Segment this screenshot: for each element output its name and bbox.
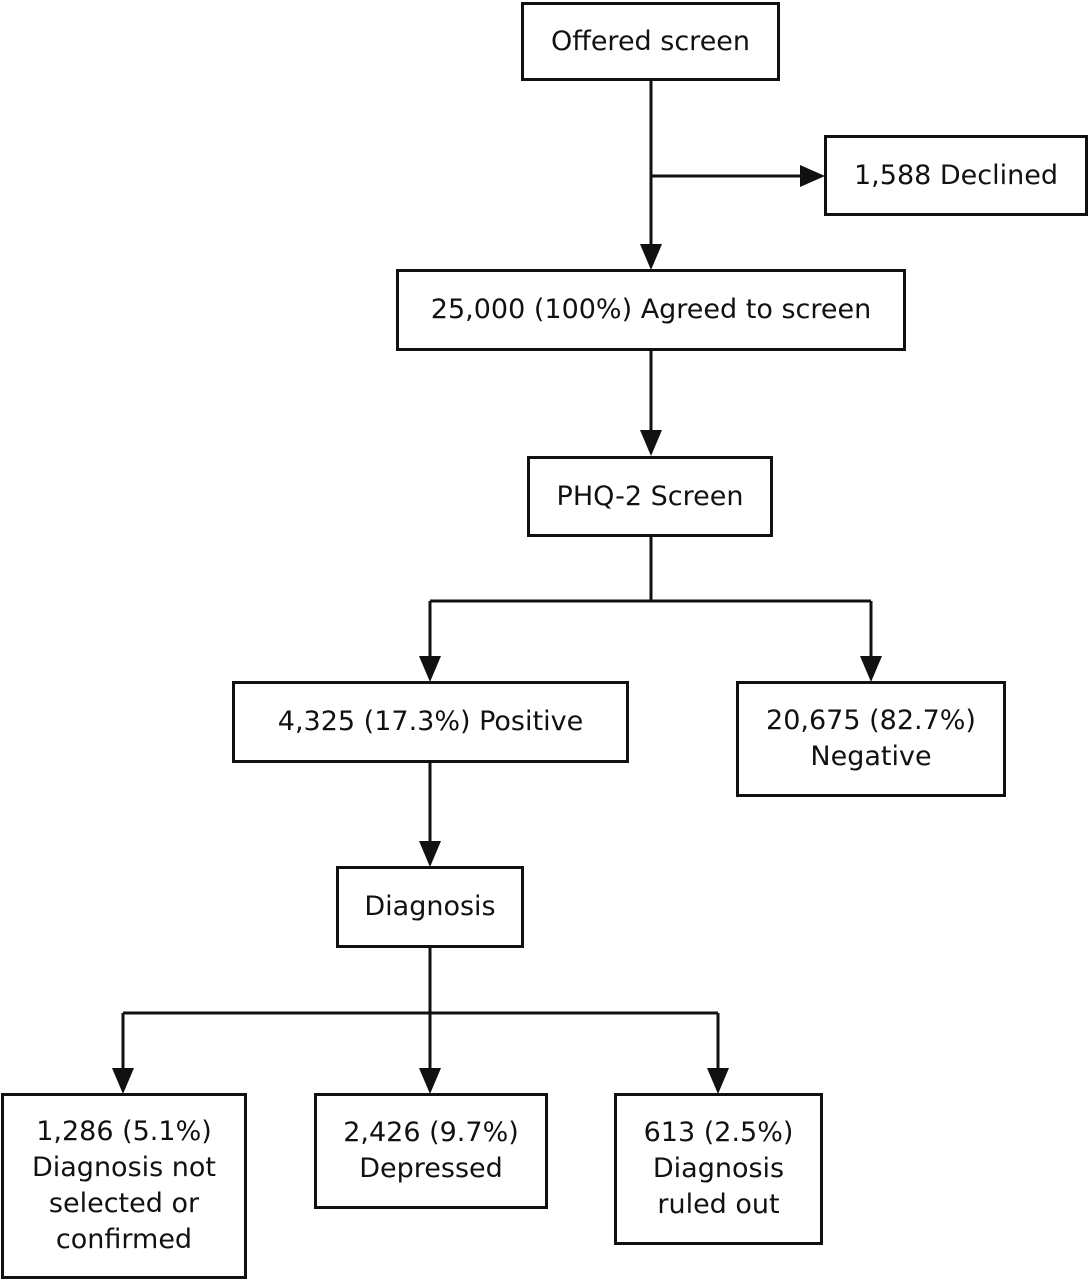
positive-label: 4,325 (17.3%) Positive [277,706,584,737]
diagnosis-label: Diagnosis [364,891,496,922]
phq2-screen-label: PHQ-2 Screen [556,480,744,512]
arrowhead-agreed [640,244,662,270]
not-selected-line3: selected or [48,1188,200,1219]
diagnosis-box: Diagnosis [336,866,524,948]
offered-screen-label: Offered screen [550,25,751,57]
not-selected-line2: Diagnosis not [31,1152,217,1183]
arrowhead-negative [860,656,882,682]
arrowhead-declined [800,165,825,187]
agreed-label: 25,000 (100%) Agreed to screen [430,294,872,325]
not-selected-count: 1,286 (5.1%) [36,1116,212,1147]
arrowhead-depressed [419,1068,441,1094]
ruled-out-count: 613 (2.5%) [643,1117,794,1148]
negative-count: 20,675 (82.7%) [766,705,976,736]
arrowhead-ruled-out [707,1068,729,1094]
not-selected-line4: confirmed [55,1224,193,1255]
negative-box: 20,675 (82.7%) Negative [736,681,1006,797]
declined-label: 1,588 Declined [854,159,1058,191]
depressed-count: 2,426 (9.7%) [343,1117,519,1148]
arrowhead-diagnosis [419,841,441,867]
ruled-out-line3: ruled out [657,1189,780,1220]
offered-screen-box: Offered screen [521,2,780,81]
arrowhead-not-selected [112,1068,134,1094]
not-selected-box: 1,286 (5.1%) Diagnosis not selected or c… [1,1093,247,1279]
depressed-box: 2,426 (9.7%) Depressed [314,1093,548,1209]
ruled-out-line2: Diagnosis [652,1153,785,1184]
positive-box: 4,325 (17.3%) Positive [232,681,629,763]
agreed-box: 25,000 (100%) Agreed to screen [396,269,906,351]
phq2-screen-box: PHQ-2 Screen [527,456,773,537]
ruled-out-box: 613 (2.5%) Diagnosis ruled out [614,1093,823,1245]
depressed-label: Depressed [359,1153,503,1184]
arrowhead-phq2 [640,430,662,456]
negative-label: Negative [810,741,932,772]
arrowhead-positive [419,656,441,682]
declined-box: 1,588 Declined [824,135,1088,216]
